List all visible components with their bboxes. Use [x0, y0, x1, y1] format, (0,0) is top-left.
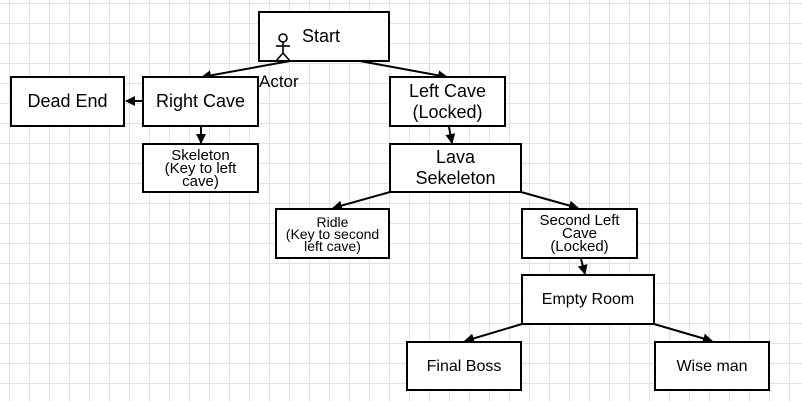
node-ridle-label: Ridle (Key to second left cave)	[285, 213, 380, 254]
node-right-cave[interactable]: Right Cave	[142, 76, 259, 127]
node-empty-room-label: Empty Room	[541, 291, 635, 308]
node-lava-skeleton-label: Lava Sekeleton	[415, 147, 496, 188]
edge-second-left-cave-to-empty-room	[577, 258, 588, 275]
edge-empty-room-to-final-boss	[464, 323, 523, 344]
node-final-boss[interactable]: Final Boss	[406, 341, 522, 391]
edge-lava-skeleton-to-ridle	[332, 191, 391, 211]
node-wise-man[interactable]: Wise man	[654, 341, 770, 391]
node-start-label: Start	[302, 26, 341, 46]
node-final-boss-label: Final Boss	[426, 357, 502, 375]
node-dead-end[interactable]: Dead End	[10, 76, 125, 127]
node-lava-skeleton[interactable]: Lava Sekeleton	[389, 143, 522, 193]
node-dead-end-label: Dead End	[27, 91, 108, 111]
node-skeleton-label: Skeleton (Key to left cave)	[164, 146, 237, 190]
stick-figure-actor-icon	[275, 33, 291, 62]
node-wise-man-label: Wise man	[676, 357, 748, 375]
node-right-cave-label: Right Cave	[155, 91, 246, 111]
node-skeleton[interactable]: Skeleton (Key to left cave)	[142, 143, 259, 193]
edge-start-to-right-cave	[201, 60, 291, 81]
actor-label: Actor	[259, 72, 299, 91]
node-left-cave-label: Left Cave (Locked)	[408, 80, 487, 122]
node-start[interactable]: Start	[258, 11, 390, 62]
node-second-left-cave[interactable]: Second Left Cave (Locked)	[521, 208, 638, 259]
node-empty-room[interactable]: Empty Room	[521, 274, 655, 325]
edge-start-to-left-cave	[359, 60, 448, 81]
edge-lava-skeleton-to-second-left-cave	[520, 191, 579, 211]
node-left-cave[interactable]: Left Cave (Locked)	[389, 76, 506, 127]
edge-left-cave-to-lava-skeleton	[445, 126, 456, 144]
node-second-left-cave-label: Second Left Cave (Locked)	[539, 212, 620, 255]
node-ridle[interactable]: Ridle (Key to second left cave)	[275, 208, 390, 259]
edge-empty-room-to-wise-man	[653, 323, 713, 344]
